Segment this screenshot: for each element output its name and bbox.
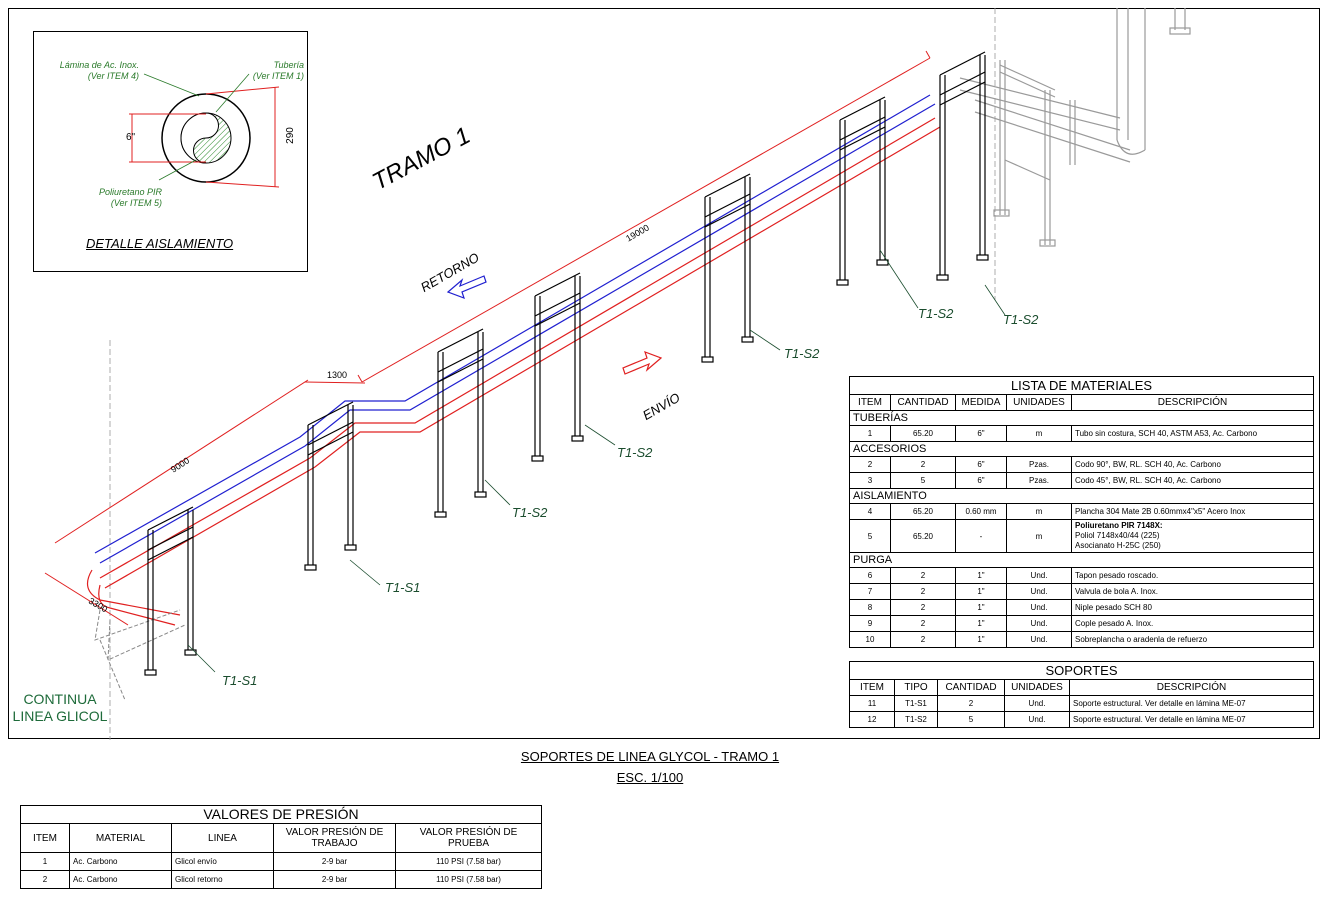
- pipe-support-frame: [836, 96, 889, 286]
- support-label: T1-S2: [617, 445, 653, 460]
- pressure-title: VALORES DE PRESIÓN: [20, 805, 542, 823]
- leader-line: [484, 479, 511, 506]
- dimension-line-19000: [361, 57, 931, 383]
- support-label: T1-S1: [222, 673, 258, 688]
- leader-line: [349, 559, 381, 586]
- pipe-support-frame: [304, 401, 357, 571]
- table-header-row: ITEM CANTIDAD MEDIDA UNIDADES DESCRIPCIÓ…: [849, 394, 1314, 411]
- leader-line: [158, 159, 197, 181]
- sheet-title: SOPORTES DE LINEA GLYCOL - TRAMO 1 ESC. …: [520, 749, 780, 785]
- leader-line: [143, 73, 200, 97]
- section-row: ACCESORIOS: [849, 441, 1314, 457]
- dim-1300: 1300: [327, 370, 348, 380]
- leader-line: [187, 644, 216, 673]
- soportes-table: SOPORTES ITEM TIPO CANTIDAD UNIDADES DES…: [849, 661, 1314, 728]
- section-row: AISLAMIENTO: [849, 488, 1314, 504]
- pipe-section: [180, 112, 219, 164]
- dimension-line-1300: [304, 381, 366, 384]
- leader-line: [215, 73, 250, 113]
- label-lamina: Lámina de Ac. Inox.(Ver ITEM 4): [59, 60, 139, 81]
- support-label: T1-S2: [1003, 312, 1039, 327]
- leader-line: [749, 329, 781, 351]
- insulation-detail-svg: [129, 73, 280, 188]
- envio-arrow: [622, 350, 663, 375]
- support-label: T1-S2: [512, 505, 548, 520]
- support-label: T1-S2: [784, 346, 820, 361]
- dimension-line-3300: [44, 572, 129, 626]
- pipe-support-frame: [434, 328, 487, 518]
- leader-line: [879, 249, 919, 309]
- label-pur: Poliuretano PIR(Ver ITEM 5): [98, 187, 162, 208]
- detail-title: DETALLE AISLAMIENTO: [86, 236, 234, 251]
- table-header-row: ITEM TIPO CANTIDAD UNIDADES DESCRIPCIÓN: [849, 679, 1314, 696]
- label-tuberia: Tubería(Ver ITEM 1): [252, 60, 304, 81]
- leader-line: [984, 284, 1006, 316]
- table-header-row: ITEM MATERIAL LINEA VALOR PRESIÓN DE TRA…: [20, 823, 542, 853]
- pipe-support-frame: [531, 272, 584, 462]
- support-label: T1-S1: [385, 580, 421, 595]
- pipe-support-frame: [144, 506, 197, 676]
- soportes-title: SOPORTES: [849, 661, 1314, 679]
- dim-line: [205, 86, 280, 95]
- pipe-support-frame: [936, 51, 989, 281]
- pipe-support-frame: [701, 173, 754, 363]
- leader-line: [584, 424, 616, 446]
- continuation-pipe: [94, 609, 186, 701]
- pressure-table: VALORES DE PRESIÓN ITEM MATERIAL LINEA V…: [20, 805, 542, 889]
- dim-line: [205, 181, 280, 188]
- support-label: T1-S2: [918, 306, 954, 321]
- drawing-frame: [8, 8, 1320, 739]
- materials-table: LISTA DE MATERIALES ITEM CANTIDAD MEDIDA…: [849, 376, 1314, 648]
- supply-pipe: [86, 117, 941, 626]
- dimension-line-9000: [54, 379, 309, 544]
- dim-pipe: 6": [126, 132, 136, 143]
- materials-title: LISTA DE MATERIALES: [849, 376, 1314, 394]
- dim-outer: 290: [284, 127, 296, 144]
- equipment-connection: [959, 8, 1191, 247]
- section-row: TUBERÍAS: [849, 410, 1314, 426]
- retorno-arrow: [446, 275, 487, 300]
- insulation-detail-box: Lámina de Ac. Inox.(Ver ITEM 4) Tubería(…: [33, 31, 308, 272]
- section-row: PURGA: [849, 552, 1314, 568]
